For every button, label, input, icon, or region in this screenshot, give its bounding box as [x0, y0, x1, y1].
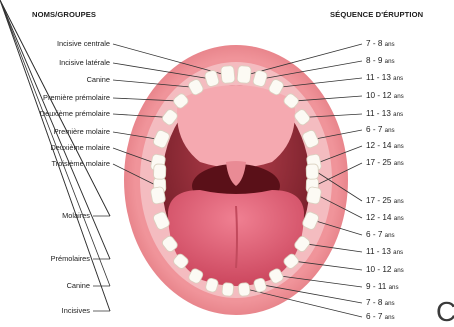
palate	[177, 85, 295, 168]
lower-tooth	[150, 186, 166, 204]
label-second-molar: Deuxième molaire	[4, 143, 110, 153]
label-lateral-incisor: Incisive latérale	[4, 58, 110, 68]
group-canine: Canine	[4, 281, 90, 291]
upper-tooth	[237, 65, 252, 83]
upper-age: 6 - 7 ans	[366, 125, 395, 136]
upper-age: 17 - 25 ans	[366, 158, 404, 169]
upper-age: 7 - 8 ans	[366, 39, 395, 50]
upper-age: 11 - 13 ans	[366, 73, 403, 84]
tongue-midline	[236, 206, 237, 268]
group-premolars: Prémolaires	[4, 254, 90, 264]
lower-age: 11 - 13 ans	[366, 247, 403, 258]
label-canine: Canine	[4, 75, 110, 85]
lower-age: 7 - 8 ans	[366, 298, 395, 309]
lower-tooth	[222, 282, 234, 296]
label-third-molar: Troisième molaire	[4, 159, 110, 169]
lower-age: 9 - 11 ans	[366, 282, 399, 293]
lower-age: 17 - 25 ans	[366, 196, 404, 207]
group-incisors: Incisives	[4, 306, 90, 316]
group-molars: Molaires	[4, 211, 90, 221]
upper-tooth	[221, 65, 236, 83]
lower-age: 10 - 12 ans	[366, 265, 404, 276]
upper-age: 8 - 9 ans	[366, 56, 395, 67]
upper-age: 12 - 14 ans	[366, 141, 404, 152]
group-leader	[0, 0, 110, 216]
lower-tooth	[153, 164, 165, 179]
upper-age: 11 - 13 ans	[366, 109, 403, 120]
upper-age: 10 - 12 ans	[366, 91, 404, 102]
label-first-premolar: Première prémolaire	[4, 93, 110, 103]
label-second-premolar: Deuxième prémolaire	[4, 109, 110, 119]
lower-tooth	[306, 186, 322, 204]
lower-tooth	[306, 164, 318, 179]
lower-age: 6 - 7 ans	[366, 230, 395, 241]
lower-age: 6 - 7 ans	[366, 312, 395, 323]
label-first-molar: Première molaire	[4, 127, 110, 137]
lower-age: 12 - 14 ans	[366, 213, 404, 224]
lower-tooth	[238, 282, 250, 296]
label-central-incisor: Incisive centrale	[4, 39, 110, 49]
